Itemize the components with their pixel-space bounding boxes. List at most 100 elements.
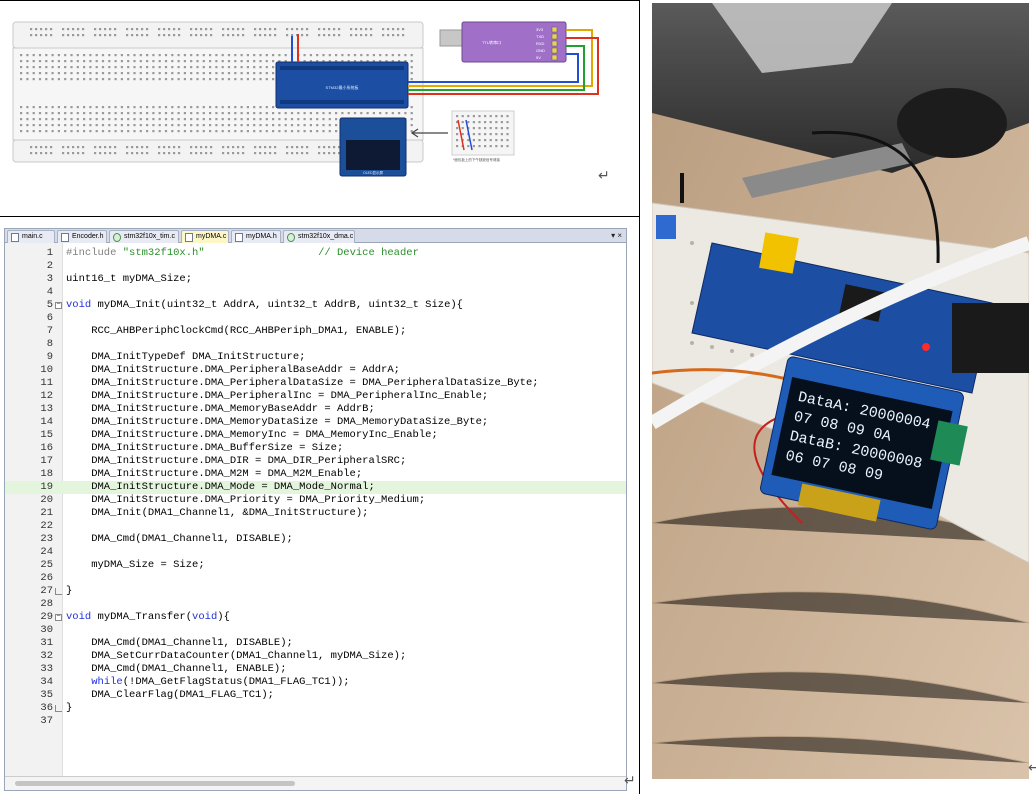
fold-toggle-icon[interactable]: − (55, 613, 62, 621)
line-number: 4 (46, 286, 53, 298)
oled-module-label: OLED显示屏 (363, 171, 384, 175)
code-line: 14 DMA_InitStructure.DMA_MemoryDataSize … (5, 416, 626, 429)
tab-mydma-h[interactable]: myDMA.h (231, 230, 281, 243)
code-text: DMA_InitStructure.DMA_PeripheralBaseAddr… (66, 364, 400, 376)
code-line: 26 (5, 572, 626, 585)
tab-stm32f10x-dma-c[interactable]: stm32f10x_dma.c (283, 230, 355, 243)
code-line: 1#include "stm32f10x.h" // Device header (5, 247, 626, 260)
code-text: uint16_t myDMA_Size; (66, 273, 193, 285)
code-text: DMA_Cmd(DMA1_Channel1, ENABLE); (66, 663, 287, 675)
code-line: 35 DMA_ClearFlag(DMA1_FLAG_TC1); (5, 689, 626, 702)
code-line: 23 DMA_Cmd(DMA1_Channel1, DISABLE); (5, 533, 626, 546)
line-number: 1 (46, 247, 53, 259)
code-line: 15 DMA_InitStructure.DMA_MemoryInc = DMA… (5, 429, 626, 442)
line-number: 22 (40, 520, 53, 532)
gear-file-icon (113, 233, 121, 242)
code-text: RCC_AHBPeriphClockCmd(RCC_AHBPeriph_DMA1… (66, 325, 407, 337)
code-line: 21 DMA_Init(DMA1_Channel1, &DMA_InitStru… (5, 507, 626, 520)
line-number: 35 (40, 689, 53, 701)
code-line: 10 DMA_InitStructure.DMA_PeripheralBaseA… (5, 364, 626, 377)
line-number: 2 (46, 260, 53, 272)
code-line: 4 (5, 286, 626, 299)
code-line: 25 myDMA_Size = Size; (5, 559, 626, 572)
code-text: DMA_Cmd(DMA1_Channel1, DISABLE); (66, 533, 293, 545)
line-number: 29 (40, 611, 53, 623)
oled-display: DataA: 20000004 07 08 09 0A DataB: 20000… (760, 356, 964, 530)
code-text: DMA_InitStructure.DMA_MemoryInc = DMA_Me… (66, 429, 438, 441)
line-number: 24 (40, 546, 53, 558)
divider (0, 0, 640, 1)
file-icon (235, 233, 243, 242)
file-icon (185, 233, 193, 242)
line-number: 34 (40, 676, 53, 688)
fold-toggle-icon[interactable]: − (55, 301, 62, 309)
horizontal-scrollbar[interactable] (5, 776, 626, 790)
code-text: } (66, 702, 73, 714)
tab-mydma-c[interactable]: myDMA.c (181, 230, 229, 243)
code-line: 9 DMA_InitTypeDef DMA_InitStructure; (5, 351, 626, 364)
photo-illustration: DataA: 20000004 07 08 09 0A DataB: 20000… (652, 3, 1029, 779)
line-number: 28 (40, 598, 53, 610)
usb-pin-label: TXD (536, 34, 544, 39)
usb-pin-label: 5V (536, 55, 541, 60)
usb-ttl-label: TTL转串口 (482, 39, 501, 45)
line-number: 6 (46, 312, 53, 324)
tab-label: main.c (22, 233, 43, 240)
line-number: 21 (40, 507, 53, 519)
code-text: DMA_Cmd(DMA1_Channel1, DISABLE); (66, 637, 293, 649)
code-area[interactable]: 1#include "stm32f10x.h" // Device header… (5, 243, 626, 776)
tab-controls[interactable]: ▾ × (611, 231, 622, 240)
usb-pin-label: RXD (536, 41, 545, 46)
code-line: 19 DMA_InitStructure.DMA_Mode = DMA_Mode… (5, 481, 626, 494)
code-text: DMA_Init(DMA1_Channel1, &DMA_InitStructu… (66, 507, 369, 519)
code-line: 6 (5, 312, 626, 325)
line-number: 16 (40, 442, 53, 454)
usb-ttl-module (461, 21, 567, 63)
code-line: 24 (5, 546, 626, 559)
line-number: 20 (40, 494, 53, 506)
code-line: 16 DMA_InitStructure.DMA_BufferSize = Si… (5, 442, 626, 455)
hardware-photo: DataA: 20000004 07 08 09 0A DataB: 20000… (652, 3, 1029, 779)
tab-main-c[interactable]: main.c (7, 230, 55, 243)
line-number: 14 (40, 416, 53, 428)
code-text: while(!DMA_GetFlagStatus(DMA1_FLAG_TC1))… (91, 676, 350, 688)
line-number: 3 (46, 273, 53, 285)
line-number: 19 (40, 481, 53, 493)
code-text: DMA_SetCurrDataCounter(DMA1_Channel1, my… (66, 650, 407, 662)
line-number: 13 (40, 403, 53, 415)
code-line: 7 RCC_AHBPeriphClockCmd(RCC_AHBPeriph_DM… (5, 325, 626, 338)
code-line: 8 (5, 338, 626, 351)
tab-stm32f10x-tim-c[interactable]: stm32f10x_tim.c (109, 230, 179, 243)
line-number: 32 (40, 650, 53, 662)
code-line: 28 (5, 598, 626, 611)
code-line: 20 DMA_InitStructure.DMA_Priority = DMA_… (5, 494, 626, 507)
code-text: DMA_InitTypeDef DMA_InitStructure; (66, 351, 306, 363)
return-icon: ↵ (624, 773, 636, 789)
line-number: 8 (46, 338, 53, 350)
code-line: 11 DMA_InitStructure.DMA_PeripheralDataS… (5, 377, 626, 390)
code-line: 34 while(!DMA_GetFlagStatus(DMA1_FLAG_TC… (5, 676, 626, 689)
code-text: void myDMA_Transfer(void){ (66, 611, 230, 623)
line-number-gutter (5, 243, 63, 776)
scrollbar-thumb[interactable] (15, 781, 295, 786)
tab-encoder-h[interactable]: Encoder.h (57, 230, 107, 243)
usb-pin-label: GND (536, 48, 545, 53)
code-text: DMA_InitStructure.DMA_PeripheralDataSize… (66, 377, 539, 389)
line-number: 36 (40, 702, 53, 714)
code-line: 33 DMA_Cmd(DMA1_Channel1, ENABLE); (5, 663, 626, 676)
code-text: DMA_ClearFlag(DMA1_FLAG_TC1); (66, 689, 274, 701)
divider (0, 216, 640, 217)
line-number: 9 (46, 351, 53, 363)
breadboard-svg: STM32最小系统板 OLED显示屏 TTL转串口 3V3TXDRXDGND5V… (12, 21, 599, 177)
line-number: 15 (40, 429, 53, 441)
tab-label: myDMA.c (196, 233, 227, 240)
line-number: 31 (40, 637, 53, 649)
code-line: 5−void myDMA_Init(uint32_t AddrA, uint32… (5, 299, 626, 312)
gear-file-icon (287, 233, 295, 242)
line-number: 30 (40, 624, 53, 636)
fold-end-icon (55, 705, 62, 712)
line-number: 11 (40, 377, 53, 389)
